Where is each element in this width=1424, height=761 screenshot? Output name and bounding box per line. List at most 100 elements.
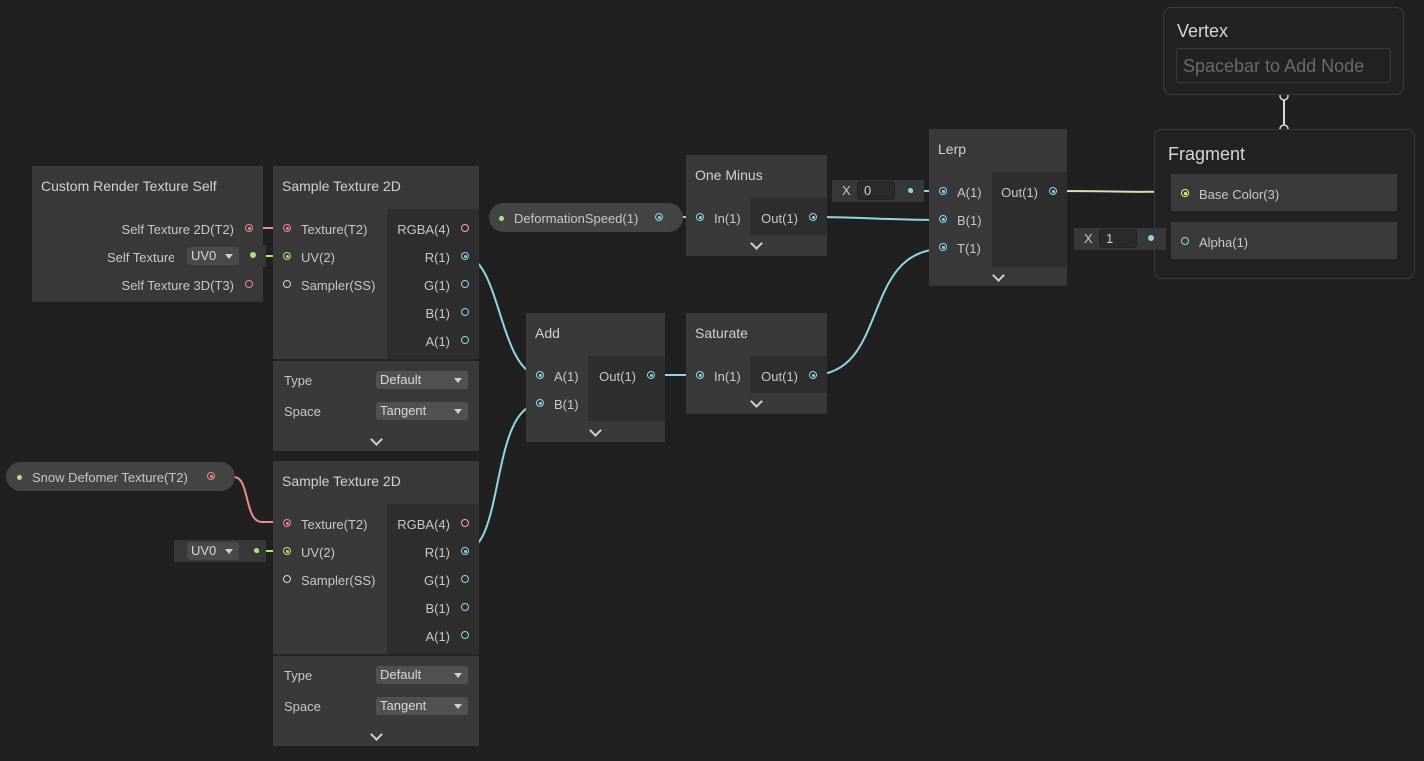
uv-inline-2[interactable]: UV0 — [174, 540, 266, 562]
sample2-space-dropdown[interactable]: Tangent — [376, 697, 468, 715]
sample1-g-label: G(1) — [424, 278, 450, 293]
uv-channel-dropdown-2[interactable]: UV0 — [187, 542, 239, 560]
lerp-t-port[interactable] — [939, 243, 947, 251]
add-node[interactable]: Add A(1) B(1) Out(1) — [526, 313, 665, 442]
add-title: Add — [526, 313, 665, 353]
lerp-out-label: Out(1) — [1001, 185, 1038, 200]
vertex-context[interactable]: Vertex Spacebar to Add Node — [1163, 7, 1404, 95]
sample2-type-dropdown[interactable]: Default — [376, 666, 468, 684]
alpha-inline-port[interactable] — [1148, 235, 1154, 241]
sample1-r-port[interactable] — [461, 252, 469, 260]
base-color-block[interactable]: Base Color(3) — [1171, 174, 1397, 211]
lerp-a-port[interactable] — [939, 187, 947, 195]
add-b-port[interactable] — [536, 399, 544, 407]
sample2-type-label: Type — [284, 668, 313, 683]
lerp-b-port[interactable] — [939, 215, 947, 223]
alpha-port[interactable] — [1181, 237, 1189, 245]
sample-texture-2-title: Sample Texture 2D — [273, 461, 479, 501]
saturate-in-label: In(1) — [714, 369, 741, 384]
deformation-speed-port[interactable] — [655, 213, 663, 221]
sample-texture-2d-node-1[interactable]: Sample Texture 2D Texture(T2) UV(2) Samp… — [273, 166, 479, 451]
sample2-a-port[interactable] — [461, 631, 469, 639]
lerp-out-port[interactable] — [1049, 187, 1057, 195]
one-minus-title: One Minus — [686, 155, 827, 195]
uv-channel-dropdown-1[interactable]: UV0 — [187, 247, 239, 265]
lerp-a-label: A(1) — [957, 185, 982, 200]
saturate-in-port[interactable] — [696, 371, 704, 379]
base-color-port[interactable] — [1181, 189, 1189, 197]
sample-texture-2d-node-2[interactable]: Sample Texture 2D Texture(T2) UV(2) Samp… — [273, 461, 479, 746]
add-collapse-chevron[interactable] — [526, 423, 665, 441]
alpha-value-field[interactable]: 1 — [1099, 229, 1137, 248]
deformation-speed-label: DeformationSpeed(1) — [514, 211, 639, 226]
lerp-a-value-field[interactable]: 0 — [857, 181, 895, 200]
snow-defomer-texture-port[interactable] — [207, 472, 215, 480]
lerp-a-inline-value[interactable]: X 0 — [832, 180, 924, 202]
sample2-r-port[interactable] — [461, 547, 469, 555]
base-color-label: Base Color(3) — [1199, 187, 1280, 202]
custom-render-texture-title: Custom Render Texture Self — [32, 166, 263, 206]
lerp-collapse-chevron[interactable] — [929, 268, 1067, 286]
custom-render-texture-node[interactable]: Custom Render Texture Self Self Texture … — [32, 166, 263, 302]
self-texture-3d-port[interactable] — [245, 280, 253, 288]
sample1-texture-label: Texture(T2) — [301, 222, 368, 237]
vertex-add-node-placeholder[interactable]: Spacebar to Add Node — [1176, 48, 1391, 83]
add-b-label: B(1) — [554, 397, 579, 412]
sample1-collapse-chevron[interactable] — [273, 432, 479, 450]
self-texture-cube-label: Self Texture — [107, 250, 176, 265]
sample1-uv-label: UV(2) — [301, 250, 335, 265]
sample1-space-label: Space — [284, 404, 321, 419]
saturate-collapse-chevron[interactable] — [686, 394, 827, 412]
sample1-g-port[interactable] — [461, 280, 469, 288]
lerp-b-label: B(1) — [957, 213, 982, 228]
add-a-label: A(1) — [554, 369, 579, 384]
one-minus-in-label: In(1) — [714, 211, 741, 226]
sample1-b-port[interactable] — [461, 308, 469, 316]
one-minus-node[interactable]: One Minus In(1) Out(1) — [686, 155, 827, 256]
one-minus-out-port[interactable] — [809, 213, 817, 221]
sample2-rgba-port[interactable] — [461, 519, 469, 527]
sample2-texture-port[interactable] — [283, 519, 291, 527]
sample1-a-port[interactable] — [461, 336, 469, 344]
snow-defomer-texture-property[interactable]: Snow Defomer Texture(T2) — [6, 462, 235, 491]
alpha-inline-value[interactable]: X 1 — [1074, 228, 1166, 250]
uv-inline-1-port[interactable] — [250, 252, 256, 258]
sample2-sampler-port[interactable] — [283, 575, 291, 583]
sample1-r-label: R(1) — [424, 250, 450, 265]
sample2-space-label: Space — [284, 699, 321, 714]
saturate-node[interactable]: Saturate In(1) Out(1) — [686, 313, 827, 414]
sample2-sampler-label: Sampler(SS) — [301, 573, 376, 588]
sample2-collapse-chevron[interactable] — [273, 727, 479, 745]
fragment-context[interactable]: Fragment Base Color(3) Alpha(1) — [1154, 129, 1415, 279]
sample2-b-port[interactable] — [461, 603, 469, 611]
sample2-a-label: A(1) — [425, 629, 450, 644]
sample2-uv-port[interactable] — [283, 547, 291, 555]
lerp-a-inline-port[interactable] — [908, 188, 913, 193]
uv-inline-1[interactable]: UV0 — [174, 245, 266, 267]
add-a-port[interactable] — [536, 371, 544, 379]
sample2-g-port[interactable] — [461, 575, 469, 583]
uv-inline-2-port[interactable] — [254, 548, 259, 553]
one-minus-collapse-chevron[interactable] — [686, 236, 827, 254]
saturate-out-port[interactable] — [809, 371, 817, 379]
sample1-sampler-port[interactable] — [283, 280, 291, 288]
sample2-texture-label: Texture(T2) — [301, 517, 368, 532]
sample1-type-dropdown[interactable]: Default — [376, 371, 468, 389]
wire-oneminus-to-lerp-b — [811, 216, 944, 221]
sample2-g-label: G(1) — [424, 573, 450, 588]
lerp-t-label: T(1) — [957, 241, 981, 256]
sample2-r-label: R(1) — [424, 545, 450, 560]
sample1-rgba-label: RGBA(4) — [397, 222, 450, 237]
sample1-rgba-port[interactable] — [461, 224, 469, 232]
sample1-texture-port[interactable] — [283, 224, 291, 232]
one-minus-in-port[interactable] — [696, 213, 704, 221]
deformation-speed-property[interactable]: DeformationSpeed(1) — [489, 203, 683, 232]
self-texture-2d-port[interactable] — [245, 224, 253, 232]
lerp-node[interactable]: Lerp A(1) B(1) T(1) Out(1) — [929, 129, 1067, 286]
self-texture-2d-label: Self Texture 2D(T2) — [121, 222, 234, 237]
add-out-port[interactable] — [647, 371, 655, 379]
alpha-block[interactable]: Alpha(1) — [1171, 222, 1397, 259]
sample1-space-dropdown[interactable]: Tangent — [376, 402, 468, 420]
sample1-uv-port[interactable] — [283, 252, 291, 260]
fragment-title: Fragment — [1168, 144, 1246, 164]
